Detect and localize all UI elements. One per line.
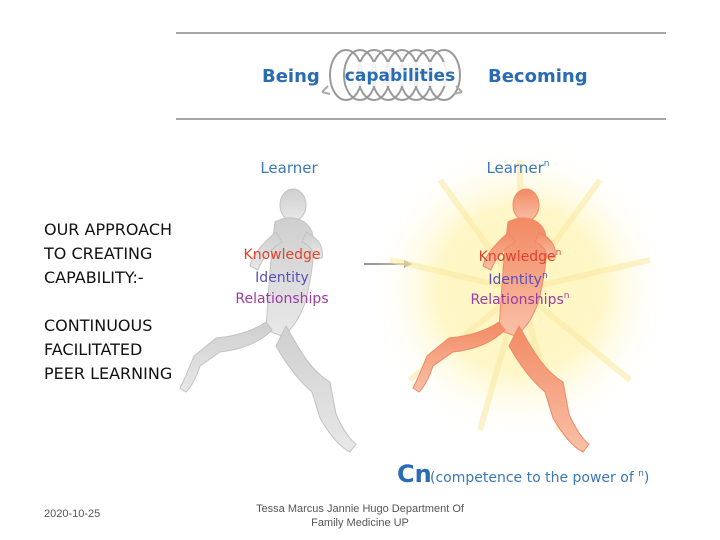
footer-author: Tessa Marcus Jannie Hugo Department Of F…	[250, 502, 470, 530]
footer-author-line: Family Medicine UP	[311, 517, 409, 529]
left-knowledge-label: Knowledge	[244, 247, 321, 263]
right-knowledge-text: Knowledge	[479, 249, 556, 265]
formula-caption: (competence to the power of n)	[430, 469, 649, 486]
right-identity-label: Identityn	[488, 271, 547, 288]
formula-caption-sup: n	[638, 469, 644, 479]
left-learner-title: Learner	[260, 159, 318, 177]
approach-heading: OUR APPROACH TO CREATING CAPABILITY:-	[44, 218, 194, 290]
orange-runner-figure	[412, 188, 590, 453]
becoming-label: Becoming	[488, 66, 588, 87]
right-identity-text: Identity	[488, 272, 542, 288]
right-relationships-sup: n	[564, 291, 570, 301]
grey-runner-figure	[179, 188, 357, 453]
right-knowledge-label: Knowledgen	[479, 248, 562, 265]
method-line: CONTINUOUS	[44, 316, 153, 335]
right-relationships-label: Relationshipsn	[471, 291, 570, 308]
formula-caption-suffix: )	[644, 470, 649, 486]
footer-author-line: Tessa Marcus Jannie Hugo Department Of	[256, 503, 464, 515]
method-line: PEER LEARNING	[44, 364, 173, 383]
capabilities-label: capabilities	[345, 66, 455, 86]
formula-symbol: Cn	[397, 460, 432, 488]
formula-caption-prefix: (competence to the power of	[430, 470, 638, 486]
approach-line: OUR APPROACH	[44, 220, 173, 239]
method-line: FACILITATED	[44, 340, 143, 359]
method-heading: CONTINUOUS FACILITATED PEER LEARNING	[44, 314, 194, 386]
capabilities-label-bg	[350, 62, 450, 86]
right-identity-sup: n	[542, 271, 548, 281]
right-relationships-text: Relationships	[471, 292, 564, 308]
right-learner-title: Learnern	[486, 159, 549, 177]
left-relationships-label: Relationships	[235, 291, 328, 307]
right-learner-title-text: Learner	[486, 159, 544, 177]
approach-line: TO CREATING	[44, 244, 153, 263]
right-learner-title-sup: n	[544, 159, 550, 169]
right-knowledge-sup: n	[556, 248, 562, 258]
approach-line: CAPABILITY:-	[44, 268, 144, 287]
footer-date: 2020-10-25	[44, 508, 101, 520]
being-label: Being	[262, 66, 320, 87]
left-identity-label: Identity	[255, 270, 309, 286]
